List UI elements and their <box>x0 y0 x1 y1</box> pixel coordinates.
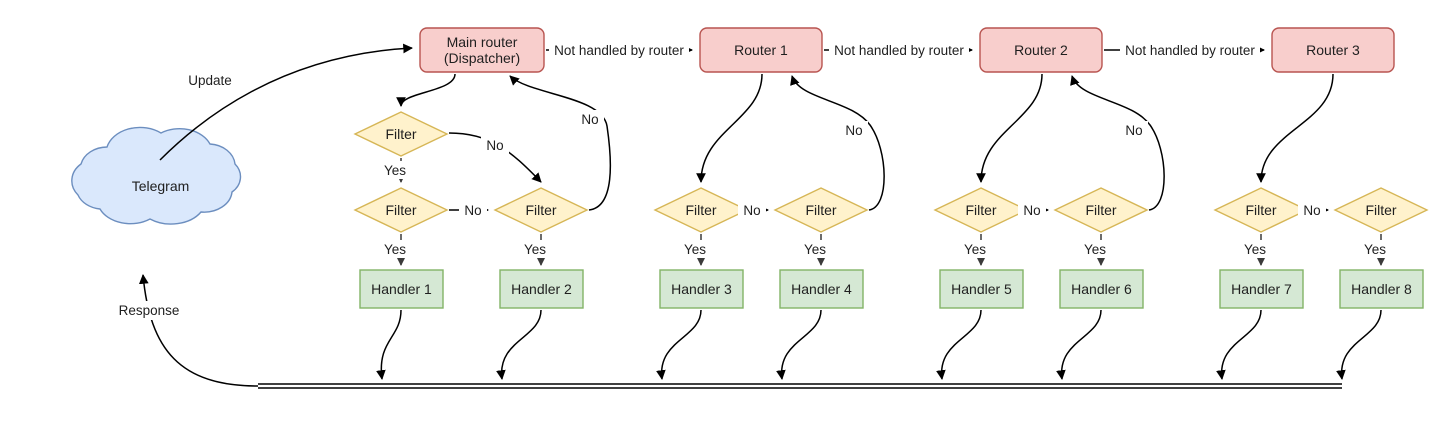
filter-diamond-f6[interactable] <box>933 187 1029 233</box>
edge-f5-no-to-r1 <box>790 75 885 211</box>
filter-diamond-f9[interactable] <box>1333 187 1429 233</box>
router-box-main[interactable] <box>419 27 545 73</box>
edge-h6-to-bus <box>1056 309 1102 380</box>
edge-f1-no-to-f3 <box>448 132 542 183</box>
edge-r2-to-f6 <box>976 73 1043 183</box>
edge-f7-no-to-r2 <box>1070 75 1165 211</box>
handler-box-h4[interactable] <box>779 269 864 309</box>
edge-h8-to-bus <box>1336 309 1382 380</box>
edge-h2-to-bus <box>496 309 542 380</box>
edge-h7-to-bus <box>1216 309 1262 380</box>
handler-box-h5[interactable] <box>939 269 1024 309</box>
edge-f3-no-to-main <box>509 75 612 211</box>
router-box-1[interactable] <box>699 27 823 73</box>
telegram-cloud-shape <box>71 126 242 225</box>
handler-box-h3[interactable] <box>659 269 744 309</box>
handler-box-h6[interactable] <box>1059 269 1144 309</box>
handler-box-h7[interactable] <box>1219 269 1304 309</box>
edge-response <box>138 274 259 387</box>
filter-diamond-f5[interactable] <box>773 187 869 233</box>
edge-r1-to-f4 <box>696 73 763 183</box>
filter-diamond-f8[interactable] <box>1213 187 1309 233</box>
edge-h1-to-bus <box>376 309 402 380</box>
filter-diamond-f7[interactable] <box>1053 187 1149 233</box>
router-box-2[interactable] <box>979 27 1103 73</box>
handler-box-h8[interactable] <box>1339 269 1424 309</box>
edge-update <box>159 43 413 161</box>
handler-box-h1[interactable] <box>359 269 444 309</box>
edge-r3-to-f8 <box>1256 73 1334 183</box>
filter-diamond-f1[interactable] <box>353 111 449 157</box>
edge-h5-to-bus <box>936 309 982 380</box>
edge-h3-to-bus <box>656 309 702 380</box>
filter-diamond-f2[interactable] <box>353 187 449 233</box>
filter-diamond-f3[interactable] <box>493 187 589 233</box>
edge-h4-to-bus <box>776 309 822 380</box>
filter-diamond-f4[interactable] <box>653 187 749 233</box>
handler-box-h2[interactable] <box>499 269 584 309</box>
router-box-3[interactable] <box>1271 27 1395 73</box>
edge-main-to-f1 <box>396 73 456 107</box>
